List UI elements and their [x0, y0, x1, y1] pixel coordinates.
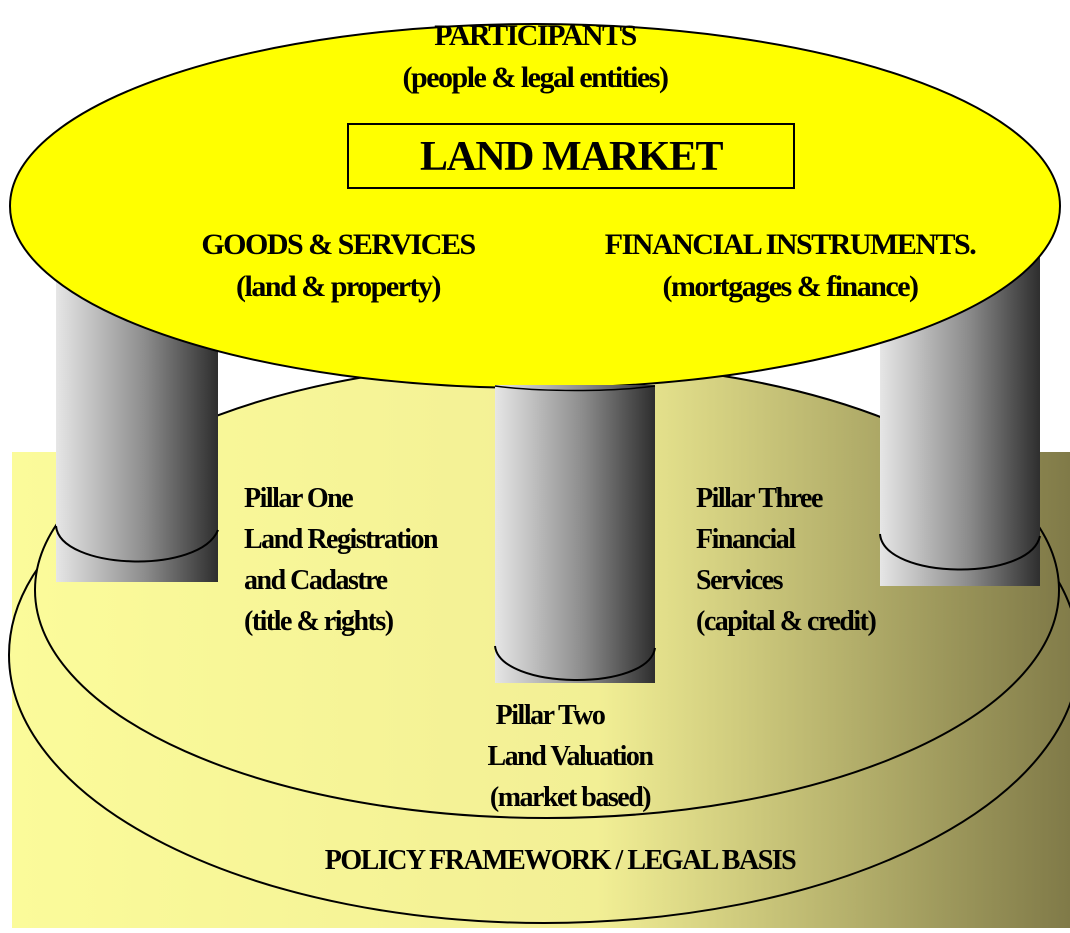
pillar-three-caption: Pillar Three Financial Services (capital… — [696, 478, 877, 642]
participants-subtitle: (people & legal entities) — [402, 61, 669, 94]
financial-instruments-title: FINANCIAL INSTRUMENTS. — [604, 228, 977, 261]
pillar-two-caption: Pillar Two Land Valuation (market based) — [430, 695, 690, 818]
pillar-two-line: Land Valuation — [487, 741, 655, 772]
financial-instruments-subtitle: (mortgages & finance) — [662, 270, 919, 303]
participants-label: PARTICIPANTS (people & legal entities) — [320, 15, 750, 99]
goods-services-subtitle: (land & property) — [236, 270, 441, 303]
pillar-one-line: Pillar One — [244, 483, 354, 514]
pillar-two-column — [494, 385, 656, 683]
goods-services-label: GOODS & SERVICES (land & property) — [148, 224, 528, 308]
pillar-three-line: (capital & credit) — [696, 606, 877, 637]
land-market-title: LAND MARKET — [419, 134, 724, 180]
policy-framework-label: POLICY FRAMEWORK / LEGAL BASIS — [324, 845, 797, 876]
land-market-box — [347, 123, 795, 189]
pillar-one-line: and Cadastre — [244, 565, 388, 596]
pillar-one-line: (title & rights) — [244, 606, 394, 637]
pillar-two-line: (market based) — [489, 782, 652, 813]
pillar-two-line: Pillar Two — [495, 700, 606, 731]
pillar-three-line: Pillar Three — [696, 483, 823, 514]
financial-instruments-label: FINANCIAL INSTRUMENTS. (mortgages & fina… — [570, 224, 1010, 308]
pillar-one-caption: Pillar One Land Registration and Cadastr… — [244, 478, 439, 642]
goods-services-title: GOODS & SERVICES — [201, 228, 476, 261]
pillar-three-line: Financial — [696, 524, 796, 555]
pillar-three-line: Services — [696, 565, 783, 596]
pillar-one-line: Land Registration — [244, 524, 439, 555]
participants-title: PARTICIPANTS — [434, 19, 637, 52]
